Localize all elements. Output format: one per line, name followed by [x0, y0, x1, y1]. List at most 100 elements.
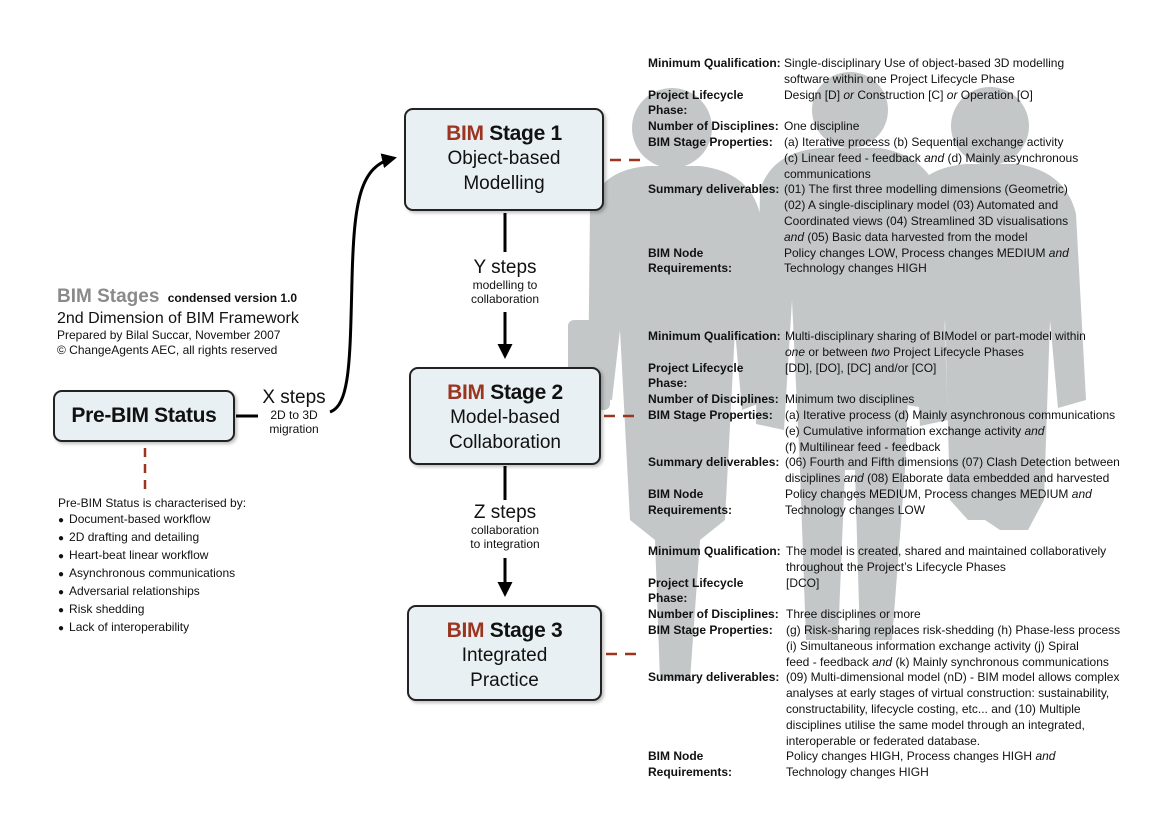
x-steps-title: X steps	[262, 387, 326, 408]
info-row: Summary deliverables: (09) Multi-dimensi…	[648, 670, 1120, 749]
info-row: Project Lifecycle Phase: [DCO]	[648, 576, 1120, 608]
info-text: one	[785, 344, 806, 359]
list-item: Adversarial relationships	[58, 583, 246, 601]
info-label: BIM Node Requirements:	[648, 749, 733, 780]
info-value: (01) The first three modelling dimension…	[784, 182, 1068, 245]
info-text: (05) Basic data harvested from the model	[807, 229, 1028, 244]
info-label: BIM Node Requirements:	[648, 486, 733, 517]
info-label: Project Lifecycle Phase:	[648, 575, 744, 606]
info-row: Number of Disciplines: One discipline	[648, 119, 1078, 135]
info-value: Policy changes LOW, Process changes MEDI…	[784, 246, 1069, 278]
stage-3-title: BIM Stage 3	[409, 619, 600, 643]
info-label: Number of Disciplines:	[648, 392, 779, 407]
info-label: Summary deliverables:	[648, 670, 780, 685]
pre-bim-characteristics: Pre-BIM Status is characterised by: Docu…	[58, 495, 246, 637]
info-row: BIM Node Requirements: Policy changes LO…	[648, 246, 1078, 278]
info-line: (06) Fourth and Fifth dimensions (07) Cl…	[785, 455, 1120, 470]
info-line: Policy changes MEDIUM, Process changes M…	[785, 487, 1092, 503]
info-row: BIM Stage Properties: (a) Iterative proc…	[648, 135, 1078, 182]
info-line: software within one Project Lifecycle Ph…	[784, 71, 1015, 86]
info-line: (i) Simultaneous information exchange ac…	[786, 638, 1079, 653]
info-value: [DCO]	[786, 576, 819, 608]
x-steps-desc-1: 2D to 3D	[270, 408, 318, 422]
stage-1-title: BIM Stage 1	[406, 122, 602, 146]
z-steps-desc-1: collaboration	[470, 523, 540, 537]
stage-1-line-2: Modelling	[463, 173, 545, 194]
info-text: Policy changes HIGH, Process changes HIG…	[786, 749, 1033, 764]
info-text: (e) Cumulative information exchange acti…	[785, 423, 1022, 438]
info-label: BIM Stage Properties:	[648, 622, 773, 637]
info-line: (02) A single-disciplinary model (03) Au…	[784, 198, 1059, 213]
info-text: or	[843, 87, 855, 102]
info-line: Minimum two disciplines	[785, 392, 915, 407]
info-line: Coordinated views (04) Streamlined 3D vi…	[784, 213, 1069, 228]
info-text: or between	[808, 344, 868, 359]
stage-2-line-1: Model-based	[450, 407, 560, 428]
stage-3-prefix: BIM	[446, 619, 485, 642]
list-item: Lack of interoperability	[58, 619, 246, 637]
info-line: Three disciplines or more	[786, 607, 921, 622]
info-value: [DD], [DO], [DC] and/or [CO]	[785, 361, 936, 393]
info-text: and	[1035, 749, 1056, 764]
pre-bim-status-box: Pre-BIM Status	[53, 390, 235, 442]
info-value: The model is created, shared and maintai…	[786, 544, 1106, 576]
info-line: Multi-disciplinary sharing of BIModel or…	[785, 329, 1086, 343]
stage-2-box: BIM Stage 2 Model-based Collaboration	[409, 367, 601, 465]
info-value: Policy changes MEDIUM, Process changes M…	[785, 487, 1092, 519]
info-line: (g) Risk-sharing replaces risk-shedding …	[786, 622, 1121, 637]
x-steps-desc-2: migration	[269, 422, 319, 436]
info-text: two	[871, 344, 890, 359]
stage-1-info: Minimum Qualification: Single-disciplina…	[648, 56, 1078, 277]
info-row: Project Lifecycle Phase: Design [D] or C…	[648, 88, 1078, 120]
info-label: Minimum Qualification:	[648, 56, 781, 70]
list-item: Document-based workflow	[58, 511, 246, 529]
info-line: [DCO]	[786, 575, 820, 590]
info-text: and	[872, 654, 893, 669]
stage-3-number: Stage 3	[489, 619, 563, 642]
stage-3-line-1: Integrated	[461, 645, 548, 666]
stage-1-line-1: Object-based	[447, 148, 561, 169]
info-label: BIM Node Requirements:	[648, 245, 733, 276]
info-line: One discipline	[784, 119, 860, 134]
info-row: Summary deliverables: (06) Fourth and Fi…	[648, 455, 1120, 487]
info-text: (k) Mainly synchronous communications	[895, 654, 1109, 669]
info-label: Summary deliverables:	[648, 182, 780, 197]
info-line: Technology changes HIGH	[786, 765, 929, 780]
info-row: Minimum Qualification: Single-disciplina…	[648, 56, 1078, 88]
stage-3-box: BIM Stage 3 Integrated Practice	[407, 605, 602, 701]
info-line: (e) Cumulative information exchange acti…	[785, 424, 1115, 440]
info-row: Minimum Qualification: Multi-disciplinar…	[648, 329, 1120, 361]
info-text: and	[924, 150, 945, 165]
info-value: Minimum two disciplines	[785, 392, 914, 408]
info-text: (c) Linear feed - feedback	[784, 150, 921, 165]
info-line: disciplines utilise the same model throu…	[786, 717, 1085, 732]
info-line: throughout the Project’s Lifecycle Phase…	[786, 559, 1006, 574]
info-line: and (05) Basic data harvested from the m…	[784, 230, 1068, 246]
list-item: 2D drafting and detailing	[58, 529, 246, 547]
info-line: The model is created, shared and maintai…	[786, 544, 1107, 558]
stage-3-line-2: Practice	[470, 670, 539, 691]
stage-2-line-2: Collaboration	[449, 432, 561, 453]
stage-1-number: Stage 1	[489, 122, 562, 145]
info-text: or	[946, 87, 958, 102]
info-line: Policy changes LOW, Process changes MEDI…	[784, 246, 1069, 262]
info-line: (f) Multilinear feed - feedback	[785, 439, 941, 454]
info-value: Policy changes HIGH, Process changes HIG…	[786, 749, 1055, 781]
pre-bim-title: Pre-BIM Status	[71, 404, 217, 427]
info-text: Design [D]	[784, 87, 841, 102]
x-steps-label: X steps 2D to 3D migration	[258, 387, 330, 436]
info-line: (c) Linear feed - feedback and (d) Mainl…	[784, 151, 1078, 167]
stage-2-number: Stage 2	[490, 381, 563, 404]
info-line: Technology changes HIGH	[784, 261, 927, 276]
z-steps-desc-2: to integration	[470, 537, 540, 551]
info-line: interoperable or federated database.	[786, 733, 981, 748]
stage-2-prefix: BIM	[447, 381, 485, 404]
info-label: BIM Stage Properties:	[648, 407, 773, 422]
info-text: Project Lifecycle Phases	[893, 344, 1024, 359]
y-steps-title: Y steps	[473, 257, 537, 278]
info-line: [DD], [DO], [DC] and/or [CO]	[785, 360, 937, 375]
info-line: (a) Iterative process (b) Sequential exc…	[784, 134, 1064, 149]
info-value: Design [D] or Construction [C] or Operat…	[784, 88, 1033, 120]
info-line: disciplines and (08) Elaborate data embe…	[785, 471, 1120, 487]
